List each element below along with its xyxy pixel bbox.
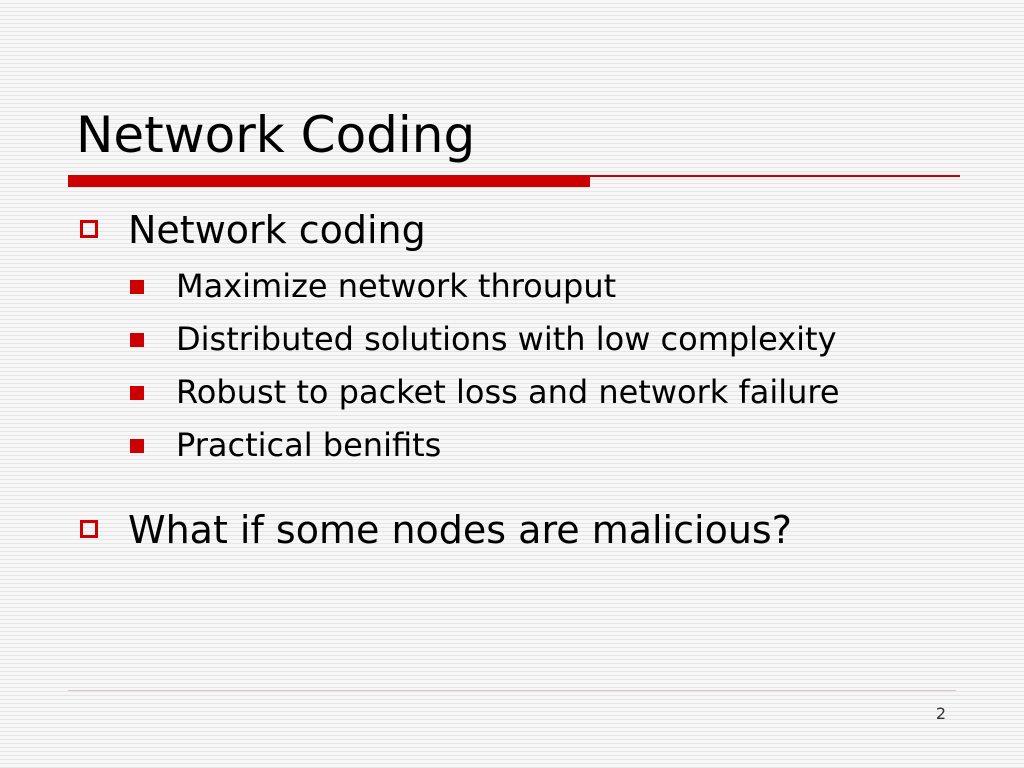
title-underline-thick: [68, 175, 590, 187]
bullet-text: What if some nodes are malicious?: [128, 508, 792, 552]
sub-bullet-text: Practical benifits: [176, 426, 442, 464]
title-underline-thin: [590, 175, 960, 177]
page-number: 2: [935, 704, 946, 723]
bullet-text: Network coding: [128, 208, 426, 252]
footer-divider: [68, 690, 956, 691]
filled-square-bullet-icon: [130, 280, 144, 294]
filled-square-bullet-icon: [130, 386, 144, 400]
sub-bullet-text: Robust to packet loss and network failur…: [176, 373, 840, 411]
sub-bullet-text: Distributed solutions with low complexit…: [176, 320, 837, 358]
filled-square-bullet-icon: [130, 439, 144, 453]
hollow-square-bullet-icon: [80, 220, 98, 238]
filled-square-bullet-icon: [130, 333, 144, 347]
slide-title: Network Coding: [76, 106, 476, 164]
sub-bullet-text: Maximize network throuput: [176, 267, 617, 305]
hollow-square-bullet-icon: [80, 520, 98, 538]
